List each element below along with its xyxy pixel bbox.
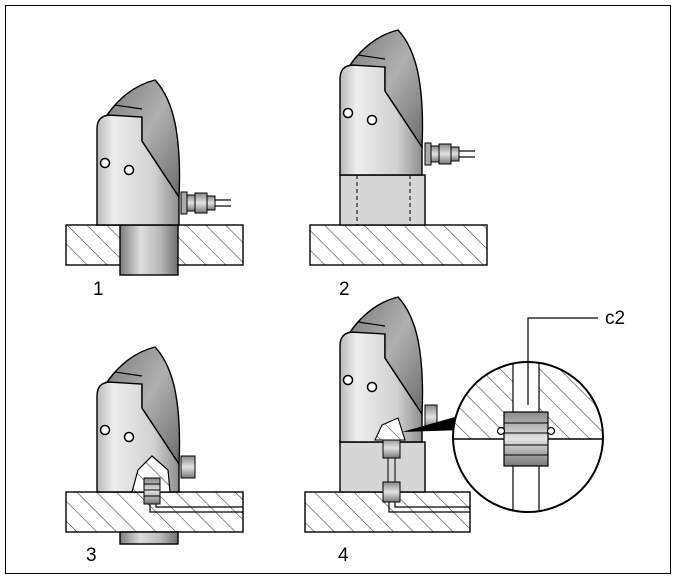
figure-frame bbox=[5, 5, 671, 574]
panel-2-label: 2 bbox=[339, 279, 350, 300]
panel-3-diagram bbox=[65, 346, 244, 545]
panel-2-diagram bbox=[309, 29, 488, 266]
panel-4-diagram bbox=[304, 296, 471, 533]
callout-label: c2 bbox=[605, 308, 625, 329]
panel-3-label: 3 bbox=[86, 545, 97, 566]
panel-1-cylinder-insert bbox=[119, 224, 179, 276]
callout-leader bbox=[527, 317, 598, 405]
panel-4-label: 4 bbox=[338, 545, 349, 566]
panel-2-plate bbox=[309, 224, 488, 266]
panel-2-spacer bbox=[339, 174, 426, 226]
panel-1-diagram bbox=[65, 79, 244, 276]
panel-1-label: 1 bbox=[93, 279, 104, 300]
